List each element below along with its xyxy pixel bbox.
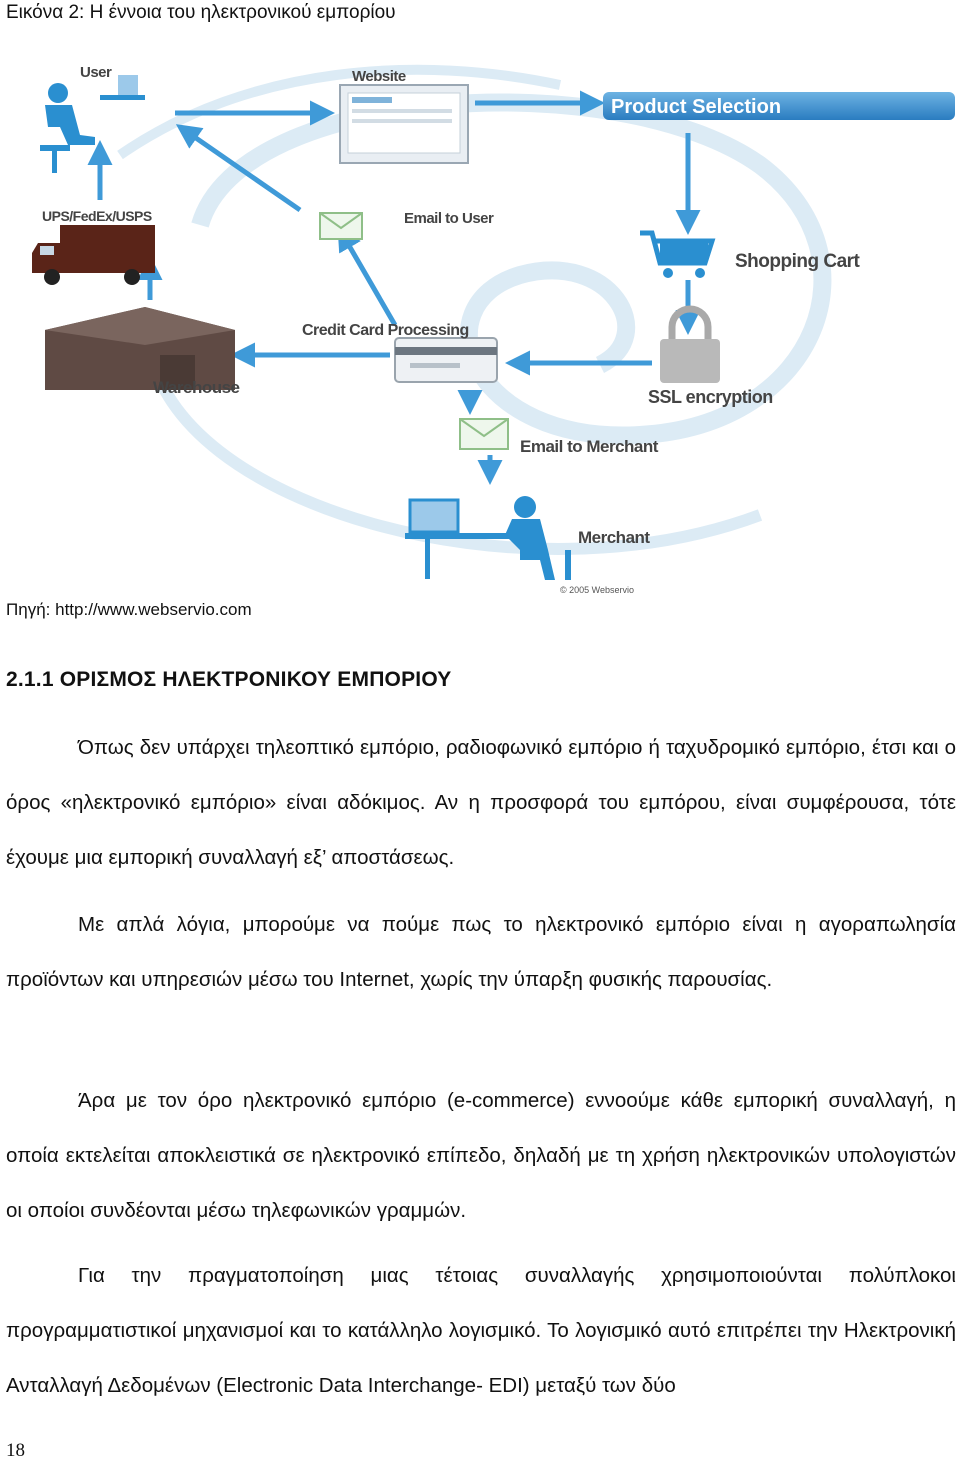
label-shopping-cart: Shopping Cart xyxy=(735,251,861,272)
merchant-icon xyxy=(405,496,571,580)
label-user: User xyxy=(80,64,112,81)
label-email-merchant: Email to Merchant xyxy=(520,437,659,456)
figure-source: Πηγή: http://www.webservio.com xyxy=(6,600,252,620)
label-copyright: © 2005 Webservio xyxy=(560,585,634,595)
paragraph-4: Για την πραγματοποίηση μιας τέτοιας συνα… xyxy=(6,1248,956,1413)
label-ssl: SSL encryption xyxy=(648,387,773,407)
label-merchant: Merchant xyxy=(578,528,650,547)
user-icon xyxy=(40,75,145,173)
paragraph-2: Με απλά λόγια, μπορούμε να πούμε πως το … xyxy=(6,897,956,1007)
label-email-user: Email to User xyxy=(404,210,494,227)
label-ups: UPS/FedEx/USPS xyxy=(42,208,152,224)
paragraph-3: Άρα με τον όρο ηλεκτρονικό εμπόριο (e-co… xyxy=(6,1073,956,1238)
label-warehouse: Warehouse xyxy=(153,378,240,397)
paragraph-1: Όπως δεν υπάρχει τηλεοπτικό εμπόριο, ραδ… xyxy=(6,720,956,885)
label-website: Website xyxy=(352,68,406,85)
page-number: 18 xyxy=(6,1440,25,1462)
delivery-truck-icon xyxy=(32,225,155,285)
label-credit-card: Credit Card Processing xyxy=(302,322,469,339)
email-merchant-icon xyxy=(460,419,508,449)
label-product-selection: Product Selection xyxy=(611,96,781,118)
arrow-credit-emailuser xyxy=(340,230,395,325)
email-user-icon xyxy=(320,213,362,239)
figure-caption: Εικόνα 2: Η έννοια του ηλεκτρονικού εμπο… xyxy=(6,2,396,24)
product-selection-banner: Product Selection xyxy=(603,92,955,120)
website-icon xyxy=(340,85,468,163)
shopping-cart-icon xyxy=(640,233,712,278)
credit-card-icon xyxy=(395,338,497,382)
ecommerce-flow-diagram: User Website Product Selection UPS/FedEx… xyxy=(0,45,960,610)
background-swirl xyxy=(120,70,822,549)
section-heading: 2.1.1 ΟΡΙΣΜΟΣ ΗΛΕΚΤΡΟΝΙΚΟΥ ΕΜΠΟΡΙΟΥ xyxy=(6,668,452,692)
